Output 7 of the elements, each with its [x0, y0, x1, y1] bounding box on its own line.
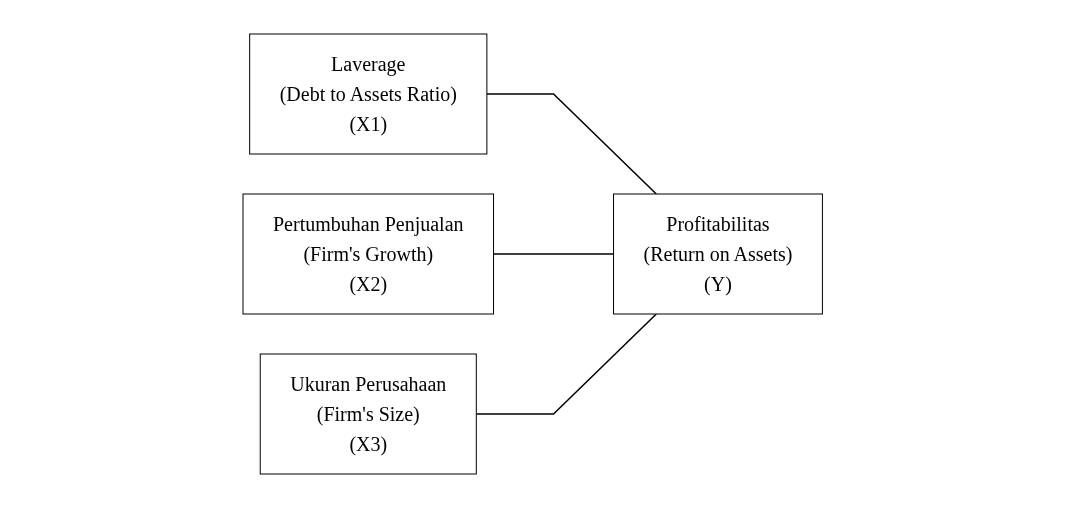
- connector: [475, 312, 658, 415]
- node-box: Laverage (Debt to Assets Ratio) (X1): [249, 33, 488, 154]
- connector: [493, 252, 615, 255]
- node-box: Profitabilitas (Return on Assets) (Y): [613, 193, 824, 314]
- node-box: Pertumbuhan Penjualan (Firm's Growth) (X2): [242, 193, 495, 314]
- connector: [486, 92, 658, 195]
- node-box: Ukuran Perusahaan (Firm's Size) (X3): [260, 353, 478, 474]
